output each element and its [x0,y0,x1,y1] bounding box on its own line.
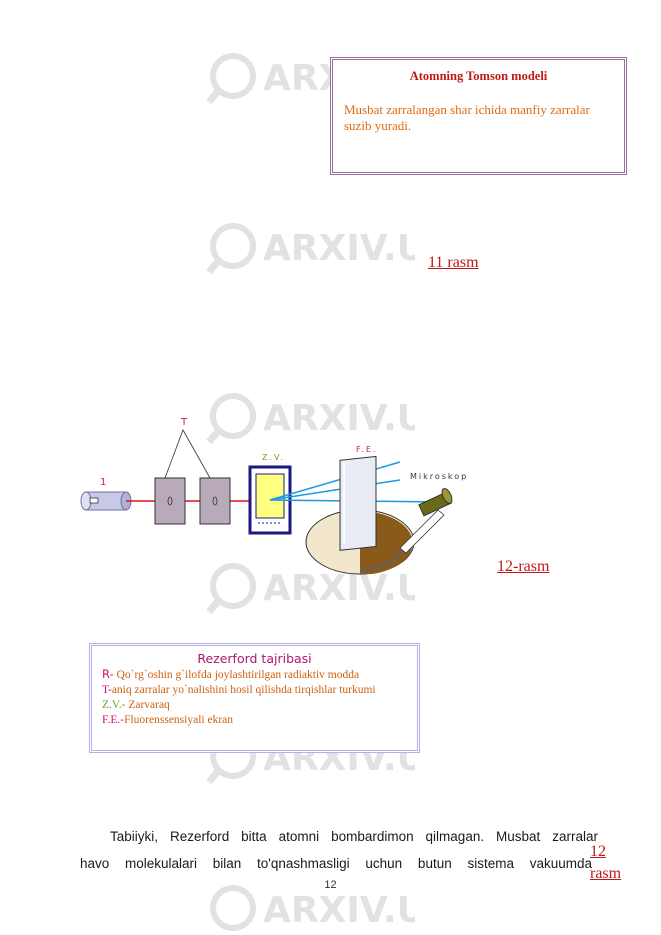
fluorescent-screen [339,455,377,551]
figure-caption-12: 12-rasm [497,558,550,575]
legend-line-zv: Z.V.- Zarvaraq [102,698,412,713]
microscope [399,488,453,554]
label-fe: F.E. [356,445,377,454]
legend-key: Z.V.- [102,699,126,711]
label-t: T [180,417,188,428]
legend-line-t: T-aniq zarralar yo`nalishini hosil qilis… [102,683,412,698]
label-1: 1 [100,477,106,488]
watermark-text: ARXIV.UZ [263,398,415,439]
tomson-model-box: Atomning Tomson modeli Musbat zarralanga… [330,57,627,175]
legend-line-fe: F.E.-Fluorenssensiyali ekran [102,713,412,728]
watermark-text: ARXIV.UZ [263,568,415,609]
body-paragraph-line-1: Tabiiyki, Rezerford bitta atomni bombard… [110,829,598,844]
watermark-text: ARXIV.UZ [263,228,415,269]
legend-text: Qo`rg`oshin g`ilofda joylashtirilgan rad… [113,669,360,681]
rezerford-legend: R- Qo`rg`oshin g`ilofda joylashtirilgan … [102,667,412,728]
page-number: 12 [324,879,337,891]
side-caption-number: 12 [590,843,606,860]
watermark: ARXIV.UZ [205,558,415,618]
body-paragraph-line-2: havo molekulalari bilan to'qnashmasligi … [80,856,592,871]
watermark: ARXIV.UZ [205,388,415,448]
tomson-title: Atomning Tomson modeli [409,69,548,83]
watermark: ARXIV.UZ [205,218,415,278]
slit-plate-1 [154,477,186,525]
radioactive-source [80,491,132,511]
tomson-description: Musbat zarralangan shar ichida manfiy za… [344,102,590,133]
label-microscope: Mikroskop [410,472,468,481]
legend-line-r: R- Qo`rg`oshin g`ilofda joylashtirilgan … [102,667,412,683]
legend-text: Fluorenssensiyali ekran [124,714,234,726]
watermark-text: ARXIV.UZ [263,890,415,931]
label-zv: Z.V. [262,453,285,462]
rezerford-title: Rezerford tajribasi [197,651,312,666]
slit-label-lines [164,429,211,479]
rezerford-experiment-box: Rezerford tajribasi R- Qo`rg`oshin g`ilo… [89,643,420,753]
legend-key: F.E.- [102,714,125,726]
legend-key: T- [102,684,112,696]
legend-key: R- [102,667,114,681]
legend-text: aniq zarralar yo`nalishini hosil qilishd… [111,684,376,696]
watermark: ARXIV.UZ [205,880,415,935]
rutherford-apparatus-diagram: T 1 Z.V. F.E. Mikroskop [80,417,468,575]
side-caption-word: rasm [590,865,622,882]
slit-plate-2 [199,477,231,525]
legend-text: Zarvaraq [125,699,170,711]
figure-caption-11: 11 rasm [428,254,479,271]
